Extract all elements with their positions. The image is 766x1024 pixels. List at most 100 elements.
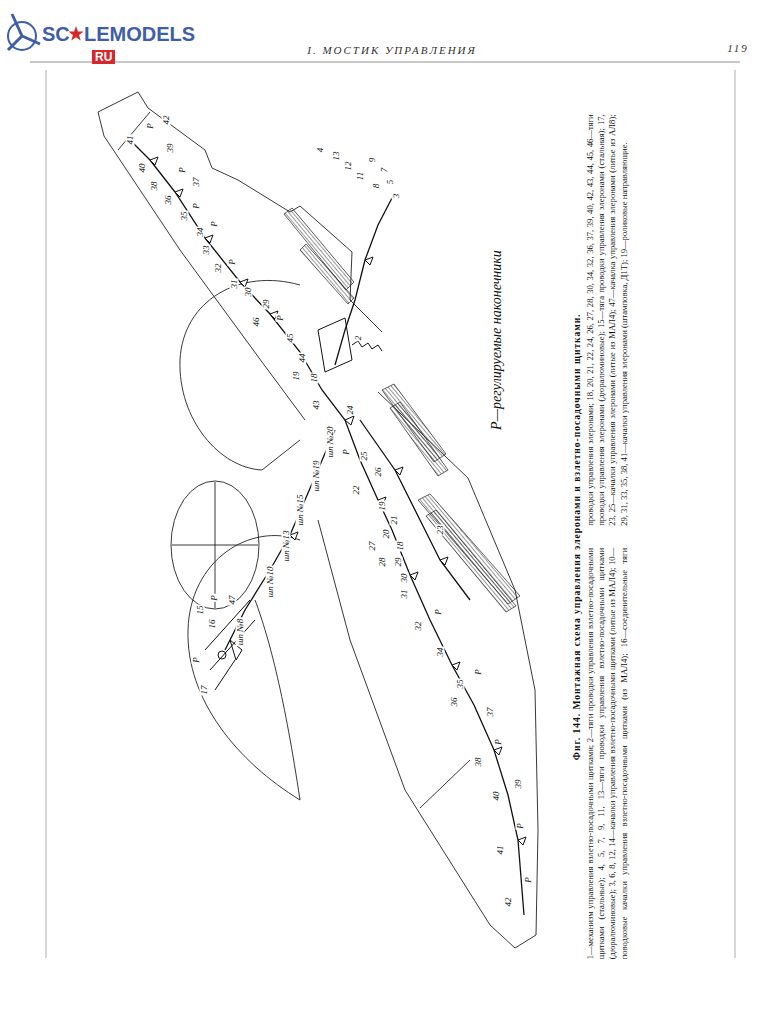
callout-number: 23 [436,525,445,536]
callout-number: 2 [354,335,363,342]
flap-hatch [418,494,520,604]
callout-number: Р [178,166,187,174]
callout-number: 15 [196,605,205,616]
running-head: 119 [727,43,749,54]
callout-number: 39 [514,779,523,790]
callout-number: 4 [316,147,325,154]
callout-number: Р [210,594,219,602]
cockpit-rod [225,430,335,650]
watermark-text: LEMODELS [84,24,195,44]
frame-line [735,70,736,958]
callout-number: Р [210,220,219,228]
callout-number: 25 [360,451,369,462]
callout-number: 35 [456,679,465,690]
watermark-badge: RU [92,50,115,64]
callout-number: 41 [496,845,505,856]
callout-number: Р [192,202,201,210]
callout-number: 5 [386,179,395,186]
cockpit-mechanism [205,600,255,690]
callout-number: 21 [390,515,399,526]
rocker [494,747,502,755]
callout-number: 39 [166,143,175,154]
rocker [205,235,213,243]
wing-outline [98,92,382,332]
flap-hatch [284,208,354,290]
spring [352,341,382,351]
callout-number: 32 [214,263,223,274]
running-head: I. МОСТИК УПРАВЛЕНИЯ [307,45,477,56]
callout-number: 8 [372,183,381,190]
callout-number: 34 [196,227,205,238]
note-text: Р—регулируемые наконечники [490,248,504,432]
rocker [150,157,158,165]
callout-number: 30 [244,287,253,298]
rocker [440,557,448,565]
callout-number: 33 [202,245,211,256]
flap-hatch [390,402,448,476]
cockpit-mechanism [218,651,226,659]
flap-hatch [300,244,354,304]
callout-number: 46 [252,317,261,328]
callout-number: 22 [352,485,361,496]
callout-number: Р [276,314,285,322]
flap-hatch [426,510,516,612]
callout-number: 40 [492,791,501,802]
callout-number: 38 [150,181,159,192]
watermark-text: SC [42,24,70,44]
callout-number: 9 [368,157,377,164]
flap-mechanism [318,318,352,372]
callout-number: 32 [414,621,423,632]
callout-number: 35 [180,211,189,222]
callout-number: 12 [344,161,353,172]
logo-propeller [8,14,40,50]
callout-number: Р [146,122,155,130]
callout-number: Р [474,668,483,676]
callout-number: 30 [400,573,409,584]
logo-star [68,26,83,40]
callout-number: 37 [486,707,495,718]
callout-number: 29 [394,557,403,568]
callout-number: 20 [382,529,391,540]
callout-number: 31 [400,589,409,600]
callout-number: шп №19 [312,459,321,492]
callout-number: шп №20 [326,425,335,458]
callout-number: шп №10 [266,565,275,598]
callout-number: 13 [332,151,341,162]
nacelle-outline [188,536,300,800]
callout-number: 37 [192,177,201,188]
callout-number: 36 [164,195,173,206]
nacelle-outline [180,280,300,470]
rocker [365,257,373,265]
frame-line [46,70,47,958]
callout-number: 36 [450,697,459,708]
callout-number: 31 [230,279,239,290]
figure-caption: 1—механизм управления взлетно-посадочным… [584,115,629,960]
callout-number: Р [192,656,201,664]
callout-number: 44 [298,353,307,364]
callout-number: 26 [374,467,383,478]
callout-number: Р [342,448,351,456]
figure-title: Фиг. 144. Монтажная схема управления эле… [571,115,581,960]
callout-number: шп №13 [282,529,291,562]
rocker [410,572,418,580]
callout-number: шп №15 [296,493,305,526]
callout-number: 43 [312,400,321,411]
callout-number: 29 [262,299,271,310]
callout-number: Р [434,608,443,616]
callout-number: 7 [380,167,389,174]
fuselage-outline [255,600,300,800]
callout-number: 3 [392,193,401,200]
rocker [518,837,526,845]
aileron-hinge [118,112,470,808]
callout-number: 42 [504,897,513,908]
rocker [395,467,403,475]
callout-number: 42 [162,115,171,126]
rocker [175,189,183,197]
callout-number: 17 [200,685,209,696]
callout-number: 18 [310,373,319,384]
callout-number: 41 [126,135,135,146]
callout-number: 45 [286,333,295,344]
rocker [345,416,354,425]
header-rule [30,62,740,63]
